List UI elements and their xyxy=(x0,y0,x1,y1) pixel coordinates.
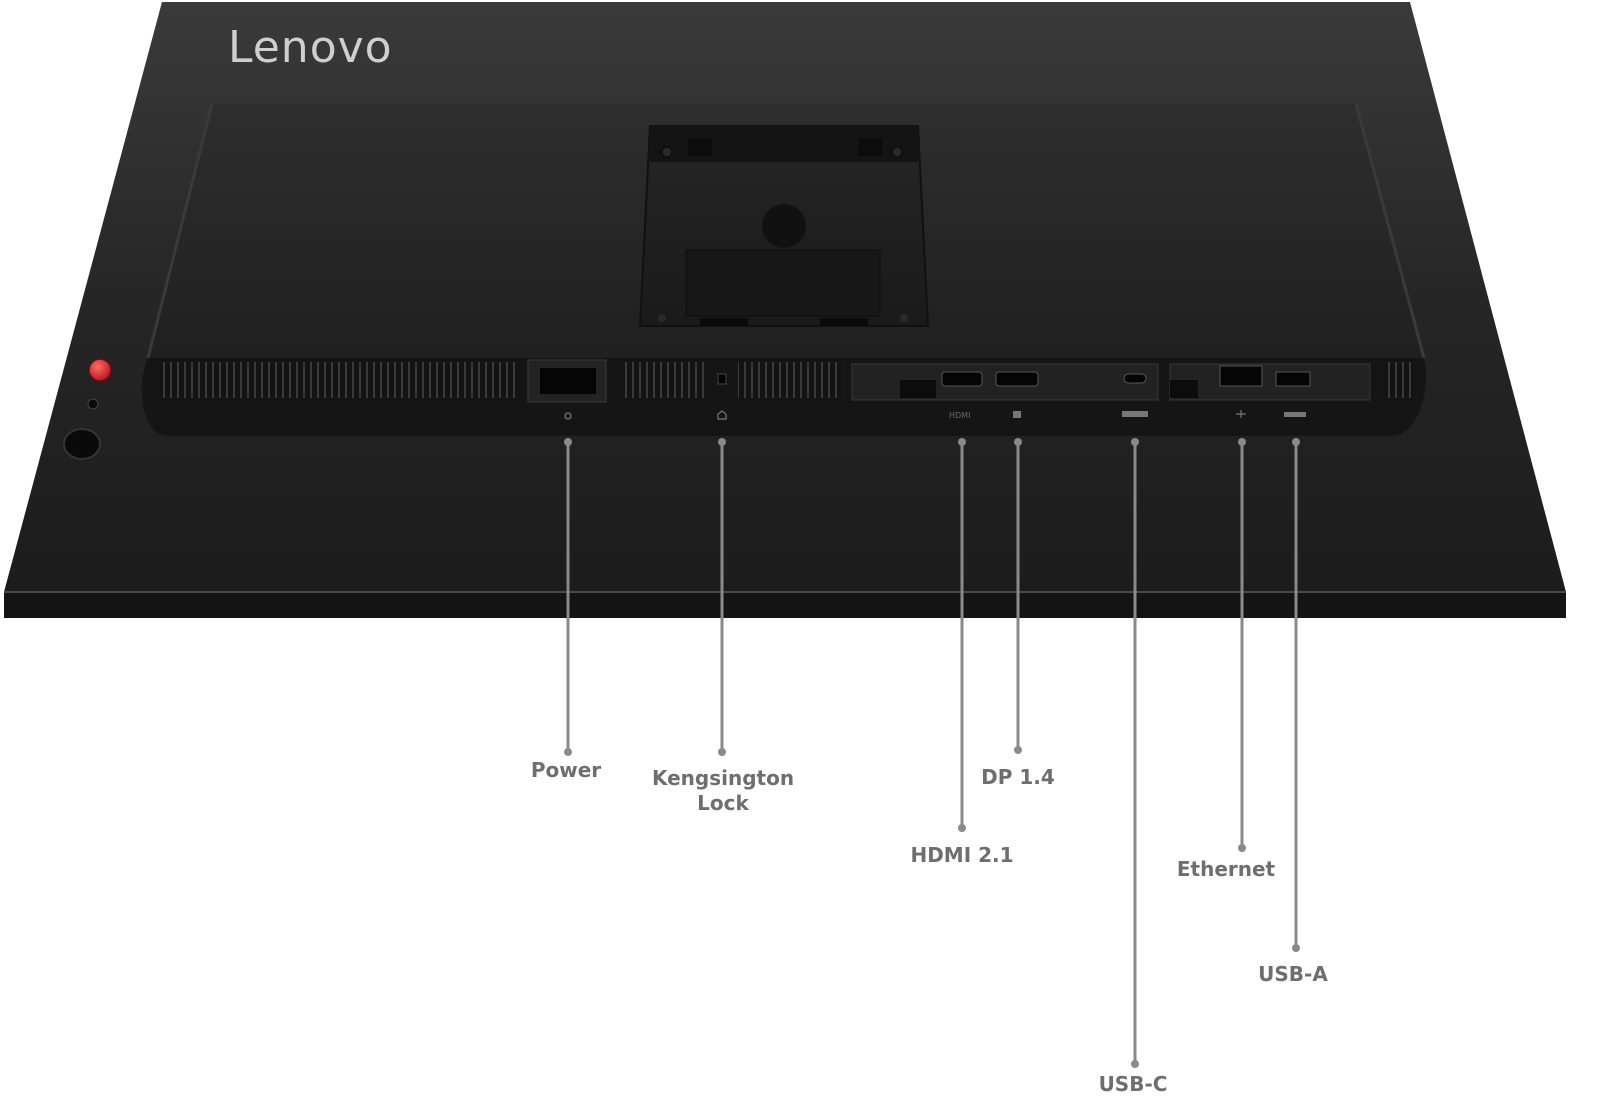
callout-dot-dp-start xyxy=(1014,438,1022,446)
usb-c-marking-icon xyxy=(1122,411,1148,417)
label-kensington-lock: Kengsington Lock xyxy=(652,766,794,816)
callout-dot-hdmi-end xyxy=(958,824,966,832)
joystick-control xyxy=(63,358,112,460)
callout-dot-usba-start xyxy=(1292,438,1300,446)
callout-dot-ethernet-end xyxy=(1238,844,1246,852)
power-socket xyxy=(527,359,607,403)
label-ethernet: Ethernet xyxy=(1176,857,1276,881)
callout-dot-dp-end xyxy=(1014,746,1022,754)
callout-dot-ethernet-start xyxy=(1238,438,1246,446)
lock-icon xyxy=(717,410,727,420)
lenovo-logo: Lenovo xyxy=(228,22,393,73)
callout-dot-power-start xyxy=(564,438,572,446)
label-kensington-line1: Kengsington xyxy=(651,766,795,790)
port-markings: HDMI xyxy=(564,410,1306,420)
ethernet-port xyxy=(1219,365,1263,387)
callout-dot-kensington-end xyxy=(718,748,726,756)
callout-dot-usbc-start xyxy=(1131,438,1139,446)
label-usb-a: USB-A xyxy=(1258,962,1328,986)
callout-dot-power-end xyxy=(564,748,572,756)
dp-marking-icon xyxy=(1013,411,1021,418)
label-usb-c: USB-C xyxy=(1098,1072,1168,1096)
hdmi-port xyxy=(941,371,983,387)
callout-dot-hdmi-start xyxy=(958,438,966,446)
usb-c-port xyxy=(1123,373,1147,384)
label-kensington-line2: Lock xyxy=(697,791,749,815)
displayport-port xyxy=(995,371,1039,387)
callout-lines xyxy=(564,438,1300,1068)
kensington-slot xyxy=(717,373,727,385)
ethernet-marking-icon xyxy=(1236,410,1246,418)
power-icon xyxy=(564,412,572,420)
monitor-bottom-edge xyxy=(4,592,1566,618)
callout-dot-usba-end xyxy=(1292,944,1300,952)
hdmi-marking: HDMI xyxy=(949,411,970,420)
io-panel: HDMI xyxy=(141,358,1427,436)
label-dp: DP 1.4 xyxy=(981,765,1055,789)
label-hdmi: HDMI 2.1 xyxy=(910,843,1014,867)
usb-a-port xyxy=(1275,371,1311,387)
callout-dot-kensington-start xyxy=(718,438,726,446)
label-power: Power xyxy=(530,758,602,782)
vesa-mount xyxy=(638,125,930,327)
usb-a-marking-icon xyxy=(1284,412,1306,417)
callout-dot-usbc-end xyxy=(1131,1060,1139,1068)
